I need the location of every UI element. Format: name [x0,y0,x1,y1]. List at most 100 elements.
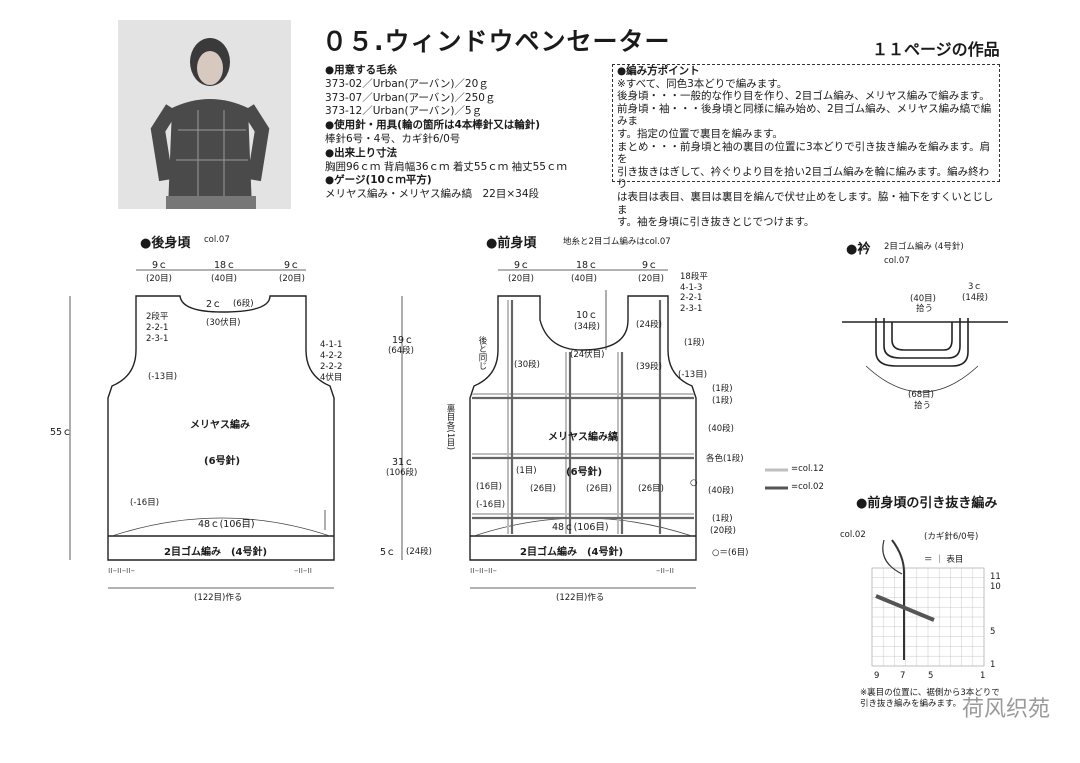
back-st: (40目) [211,274,237,284]
back-neck-st: (30伏目) [206,318,241,328]
col-num: 5 [928,671,934,681]
back-title: ●後身頃 [140,236,191,251]
front-neck-st: (24伏目) [570,350,605,360]
dec-line: 2-2-1 [146,323,169,333]
back-st: (20目) [146,274,172,284]
dec-line: 2-3-1 [146,334,169,344]
front-needle: (6号針) [566,467,603,478]
yarn-line: 373-02／Urban(アーバン)／20ｇ [325,77,489,90]
slip-note: ※裏目の位置に、裾側から3本どりで [860,688,1000,698]
front-row: (1段) [712,384,733,394]
back-width: 48ｃ(106目) [198,519,255,530]
front-left-neck: (30段) [514,360,540,370]
collar-height: 3ｃ [968,282,982,292]
height-rib: 5ｃ [380,547,396,558]
col-num: 1 [980,671,986,681]
needles-text: 棒針6号・4号、カギ針6/0号 [325,132,461,145]
front-row: (1段) [712,514,733,524]
front-st-count: (1目) [516,466,537,476]
back-dim: 18ｃ [214,260,236,271]
front-row: (40段) [708,424,734,434]
back-neck-rows: (6段) [233,299,254,309]
front-width: 48ｃ(106目) [552,522,609,533]
front-row: (20段) [710,526,736,536]
back-needle: (6号針) [204,456,241,467]
front-row: 各色(1段) [706,454,744,464]
collar-pick2b: 拾う [914,401,932,411]
front-dim: 9ｃ [514,260,530,271]
back-rib-marks: –ıı–ıı [294,566,312,576]
collar-pick2: (68目) [908,390,934,400]
front-row: (40段) [708,486,734,496]
points-line: す。袖を身頃に引き抜きとじでつけます。 [617,216,815,229]
dec-line: 2-2-1 [680,293,703,303]
back-arm-bind: (-13目) [148,372,178,382]
front-same-as-back: 後と同じ [477,336,487,370]
front-body-label: メリヤス編み縞 [548,432,618,443]
back-dim: 9ｃ [152,260,168,271]
front-st-count: (26目) [530,484,556,494]
dec-line: 4-1-1 [320,340,343,350]
front-dim: 18ｃ [576,260,598,271]
circle-marker: ○ [690,478,698,488]
dec-line: 2段平 [146,312,169,322]
gauge-text: メリヤス編み・メリヤス編み縞 22目×34段 [325,188,540,201]
yarn-line: 373-12／Urban(アーバン)／5ｇ [325,105,483,118]
collar-height-rows: (14段) [962,293,988,303]
dec-line: 18段平 [680,272,708,282]
row-num: 11 [990,572,1001,582]
front-neck-depth: 10ｃ [576,310,598,321]
front-row: (1段) [712,396,733,406]
legend-col12: =col.12 [791,464,824,474]
collar-subtitle: 2目ゴム編み (4号針) [884,242,964,252]
dec-line: 2-3-1 [680,303,703,314]
points-line: は表目は表目、裏目は裏目を編んで伏せ止めをします。脇・袖下をすくいとじしま [617,190,994,216]
height-body-rows: (106段) [386,468,418,478]
front-purl-note: 裏目各(1目) [445,404,455,451]
back-rib-marks: ıı–ıı–ıı– [108,566,135,576]
back-arm-dec: 4-1-1 4-2-2 2-2-2 4伏目 [320,340,342,384]
front-shoulder-dec: 18段平 4-1-3 2-2-1 2-3-1 [680,272,708,314]
col-num: 7 [900,671,906,681]
col-num: 9 [874,671,880,681]
circle-note: ○＝(6目) [712,548,749,558]
pattern-title: ０５.ウィンドウペンセーター [322,27,671,56]
yarn-heading: ●用意する毛糸 [325,64,398,76]
slip-note: 引き抜き編みを編みます。 [860,699,962,709]
front-neck-rows: (34段) [574,322,600,332]
front-note: 地糸と2目ゴム編みはcol.07 [563,237,671,247]
front-row: (1段) [684,338,705,348]
points-line: まとめ・・・前身頃と袖の裏目の位置に3本どりで引き抜き編みを編みます。肩を [617,140,991,166]
points-line: 引き抜きはぎして、衿ぐりより目を拾い2目ゴム編みを輪に編みます。編み終わり [617,165,990,191]
watermark: 荷风织苑 [961,697,1050,722]
collar-pick1b: 拾う [916,304,934,314]
front-title: ●前身頃 [486,236,537,251]
front-st-count: (26目) [586,484,612,494]
height-rib-rows: (24段) [406,547,432,557]
back-body-label: メリヤス編み [190,420,250,431]
front-side-dec: (-16目) [476,500,506,510]
points-line: す。指定の位置で裏目を編みます。 [617,127,783,140]
front-dim: 9ｃ [642,260,658,271]
points-line: 後身頃・・・一般的な作り目を作り、2目ゴム編み、メリヤス編みで編みます。 [617,90,990,103]
dec-line: 4-1-3 [680,282,703,293]
front-right-shoulder: (24段) [636,320,662,330]
collar-pick1: (40目) [910,294,936,304]
slip-hook: (カギ針6/0号) [924,532,979,542]
front-rib-marks: ıı–ıı–ıı– [470,566,497,576]
back-rib: 2目ゴム編み (4号針) [164,547,268,558]
row-num: 5 [990,627,996,637]
row-num: 1 [990,660,996,670]
back-total-height: 55ｃ [50,427,72,438]
height-upper-rows: (64段) [388,346,414,356]
collar-col: col.07 [884,256,910,266]
legend-col02: =col.02 [791,482,824,492]
front-st-count: (26目) [638,484,664,494]
back-shoulder-dec: 2段平 2-2-1 2-3-1 [146,312,168,345]
back-side-dec: (-16目) [130,498,160,508]
gauge-heading: ●ゲージ(10ｃｍ平方) [325,174,432,187]
slip-title: ●前身頃の引き抜き編み [856,496,998,511]
front-st-count: (16目) [476,482,502,492]
back-col: col.07 [204,235,230,245]
